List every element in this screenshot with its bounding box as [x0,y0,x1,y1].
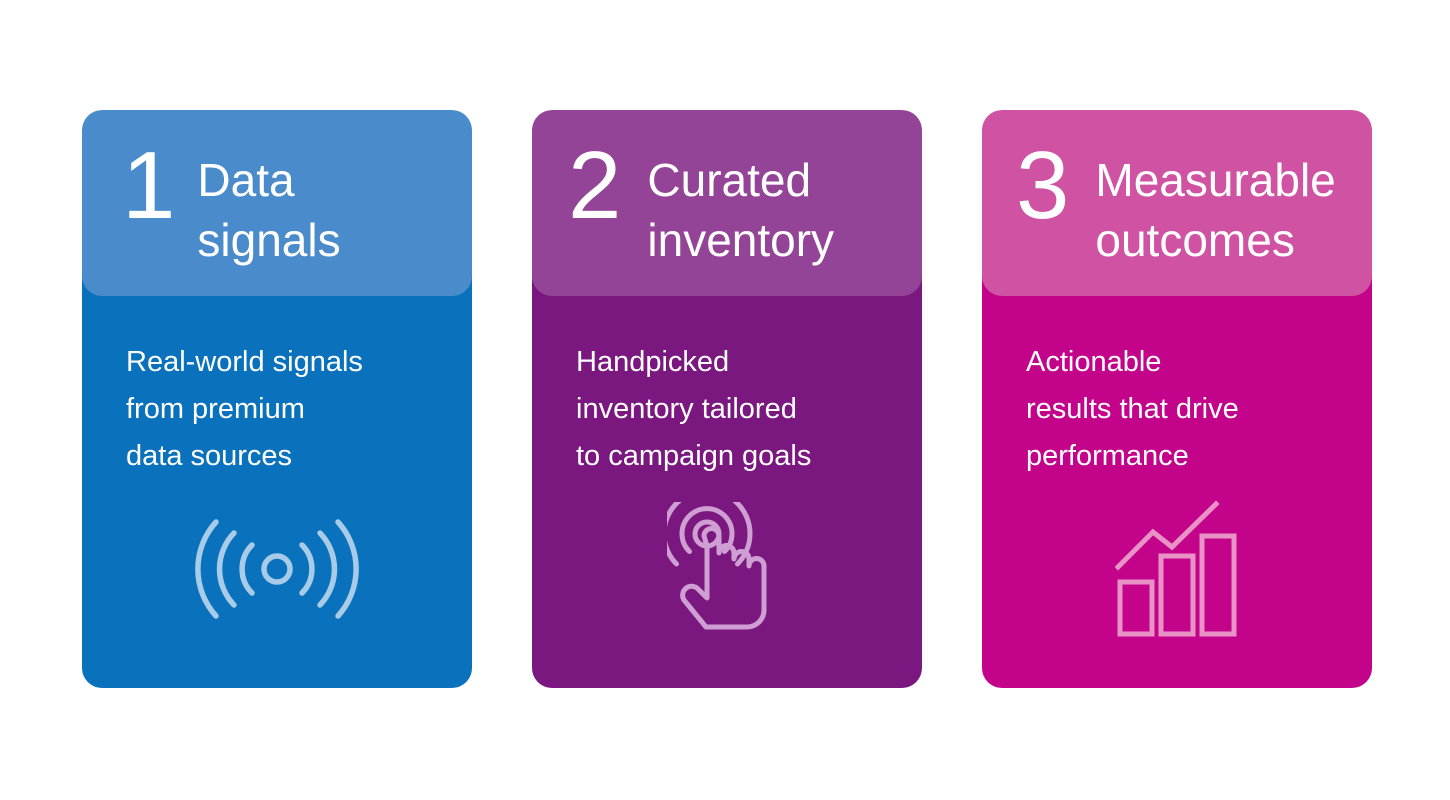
card-description-1: Real-world signals from premium data sou… [126,346,363,472]
card-measurable-outcomes[interactable]: 3 Measurable outcomes Actionable results… [982,110,1372,688]
bar-chart-growth-icon [982,480,1372,688]
card-title-3: Measurable outcomes [1095,154,1336,266]
broadcast-signal-icon [82,480,472,688]
card-number-1: 1 [122,132,176,239]
cards-row: 1 Data signals Real-world signals from p… [82,110,1372,688]
card-body-3: Actionable results that drive performanc… [982,276,1372,688]
card-header-2: 2 Curated inventory [532,110,922,296]
card-header-3: 3 Measurable outcomes [982,110,1372,296]
card-title-1: Data signals [197,154,341,266]
card-header-1: 1 Data signals [82,110,472,296]
card-number-3: 3 [1016,132,1070,239]
card-body-1: Real-world signals from premium data sou… [82,276,472,688]
card-curated-inventory[interactable]: 2 Curated inventory Handpicked inventory… [532,110,922,688]
card-data-signals[interactable]: 1 Data signals Real-world signals from p… [82,110,472,688]
card-description-2: Handpicked inventory tailored to campaig… [576,346,812,472]
card-title-2: Curated inventory [647,154,835,266]
card-number-2: 2 [568,132,622,239]
card-description-3: Actionable results that drive performanc… [1026,346,1239,472]
hand-tap-click-icon [532,480,922,688]
card-body-2: Handpicked inventory tailored to campaig… [532,276,922,688]
